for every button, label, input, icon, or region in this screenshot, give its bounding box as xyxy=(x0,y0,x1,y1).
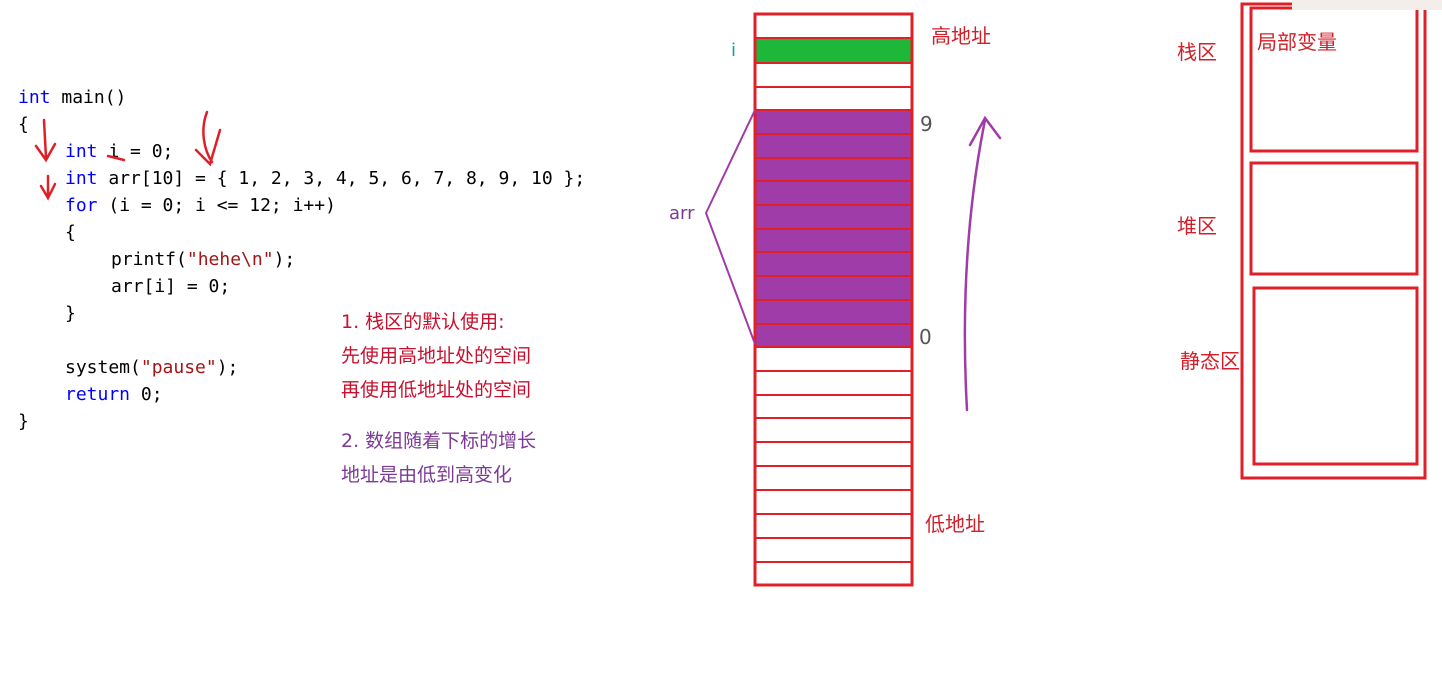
memory-cell-arr xyxy=(754,323,913,348)
memory-cell-arr xyxy=(754,133,913,159)
memory-regions-outer xyxy=(1240,2,1427,480)
note-line: 1. 栈区的默认使用: xyxy=(341,311,505,333)
memory-cell-arr xyxy=(754,180,913,206)
code-line-12: return 0; xyxy=(0,381,660,408)
code-line-2: { xyxy=(0,111,660,138)
memory-cell xyxy=(754,86,913,111)
code-line-7: printf("hehe\n"); xyxy=(0,246,660,273)
code-line-3: int i = 0; xyxy=(0,138,660,165)
code-text: (i = 0; i <= 12; i++) xyxy=(97,195,336,216)
code-text: main() xyxy=(50,87,127,108)
memory-cell xyxy=(754,62,913,88)
memory-cell xyxy=(754,13,913,39)
code-line-9: } xyxy=(0,300,660,327)
code-string: "hehe\n" xyxy=(186,249,274,270)
code-text: } xyxy=(18,411,29,432)
variable-i-label: i xyxy=(731,40,737,61)
memory-cell xyxy=(754,370,913,396)
memory-cell xyxy=(754,489,913,515)
code-line-4: int arr[10] = { 1, 2, 3, 4, 5, 6, 7, 8, … xyxy=(0,165,660,192)
code-text: } xyxy=(65,303,76,324)
up-arrow-head xyxy=(968,115,1002,147)
memory-cell xyxy=(754,537,913,563)
memory-cell-arr xyxy=(754,157,913,182)
memory-cell xyxy=(754,561,913,586)
code-text: { xyxy=(65,222,76,243)
hand-arrow-1 xyxy=(34,118,57,163)
memory-cell-arr xyxy=(754,109,913,135)
memory-cell-i xyxy=(754,37,913,64)
memory-column-border xyxy=(753,12,914,587)
code-keyword: int xyxy=(65,141,98,162)
code-keyword: return xyxy=(65,384,131,405)
corner-decoration xyxy=(1292,0,1442,10)
code-line-13: } xyxy=(0,408,660,435)
code-line-5: for (i = 0; i <= 12; i++) xyxy=(0,192,660,219)
code-line-11: system("pause"); xyxy=(0,354,660,381)
stack-region-label: 栈区 xyxy=(1177,40,1217,64)
memory-cell-arr xyxy=(754,251,913,277)
memory-cells xyxy=(754,13,913,586)
memory-cell-arr xyxy=(754,275,913,301)
code-block: int main() { int i = 0; int arr[10] = { … xyxy=(0,84,660,435)
index-9-label: 9 xyxy=(920,112,933,136)
up-arrow-line xyxy=(963,118,987,412)
code-keyword: int xyxy=(65,168,98,189)
note-stack-usage: 1. 栈区的默认使用: 先使用高地址处的空间 再使用低地址处的空间 xyxy=(341,305,531,407)
memory-cell xyxy=(754,394,913,419)
memory-cell xyxy=(754,465,913,491)
note-line: 先使用高地址处的空间 xyxy=(341,345,532,367)
memory-cell xyxy=(754,346,913,372)
code-text: 0; xyxy=(130,384,163,405)
code-text: arr[i] = 0; xyxy=(111,276,231,297)
memory-cell xyxy=(754,441,913,467)
index-0-label: 0 xyxy=(919,325,932,349)
low-address-label: 低地址 xyxy=(925,512,985,536)
hand-arrow-3 xyxy=(194,110,222,167)
memory-cell xyxy=(754,513,913,539)
code-line-8: arr[i] = 0; xyxy=(0,273,660,300)
note-line: 再使用低地址处的空间 xyxy=(341,379,532,401)
code-string: "pause" xyxy=(140,357,217,378)
memory-cell xyxy=(754,417,913,443)
high-address-label: 高地址 xyxy=(931,24,991,48)
code-text: ); xyxy=(273,249,296,270)
hand-arrow-2 xyxy=(39,174,57,201)
code-keyword: for xyxy=(65,195,98,216)
static-region-label: 静态区 xyxy=(1180,349,1240,373)
code-text: system( xyxy=(65,357,141,378)
memory-cell-arr xyxy=(754,228,913,253)
code-keyword: int xyxy=(18,87,51,108)
local-variable-label: 局部变量 xyxy=(1257,30,1337,54)
code-line-1: int main() xyxy=(0,84,660,111)
note-line: 2. 数组随着下标的增长 xyxy=(341,430,537,452)
memory-cell-arr xyxy=(754,299,913,325)
underline-mark xyxy=(106,154,126,162)
code-text: arr[10] = { 1, 2, 3, 4, 5, 6, 7, 8, 9, 1… xyxy=(97,168,586,189)
memory-cell-arr xyxy=(754,204,913,230)
note-line: 地址是由低到高变化 xyxy=(341,464,513,486)
static-region-box xyxy=(1252,286,1419,466)
code-text: { xyxy=(18,114,29,135)
code-text: ); xyxy=(216,357,239,378)
arr-bracket xyxy=(704,109,756,345)
code-text: printf( xyxy=(111,249,187,270)
note-array-address: 2. 数组随着下标的增长 地址是由低到高变化 xyxy=(341,424,536,492)
arr-label: arr xyxy=(669,203,695,224)
heap-region-box xyxy=(1249,161,1419,276)
heap-region-label: 堆区 xyxy=(1177,214,1217,238)
code-line-6: { xyxy=(0,219,660,246)
code-text: i = 0; xyxy=(97,141,174,162)
